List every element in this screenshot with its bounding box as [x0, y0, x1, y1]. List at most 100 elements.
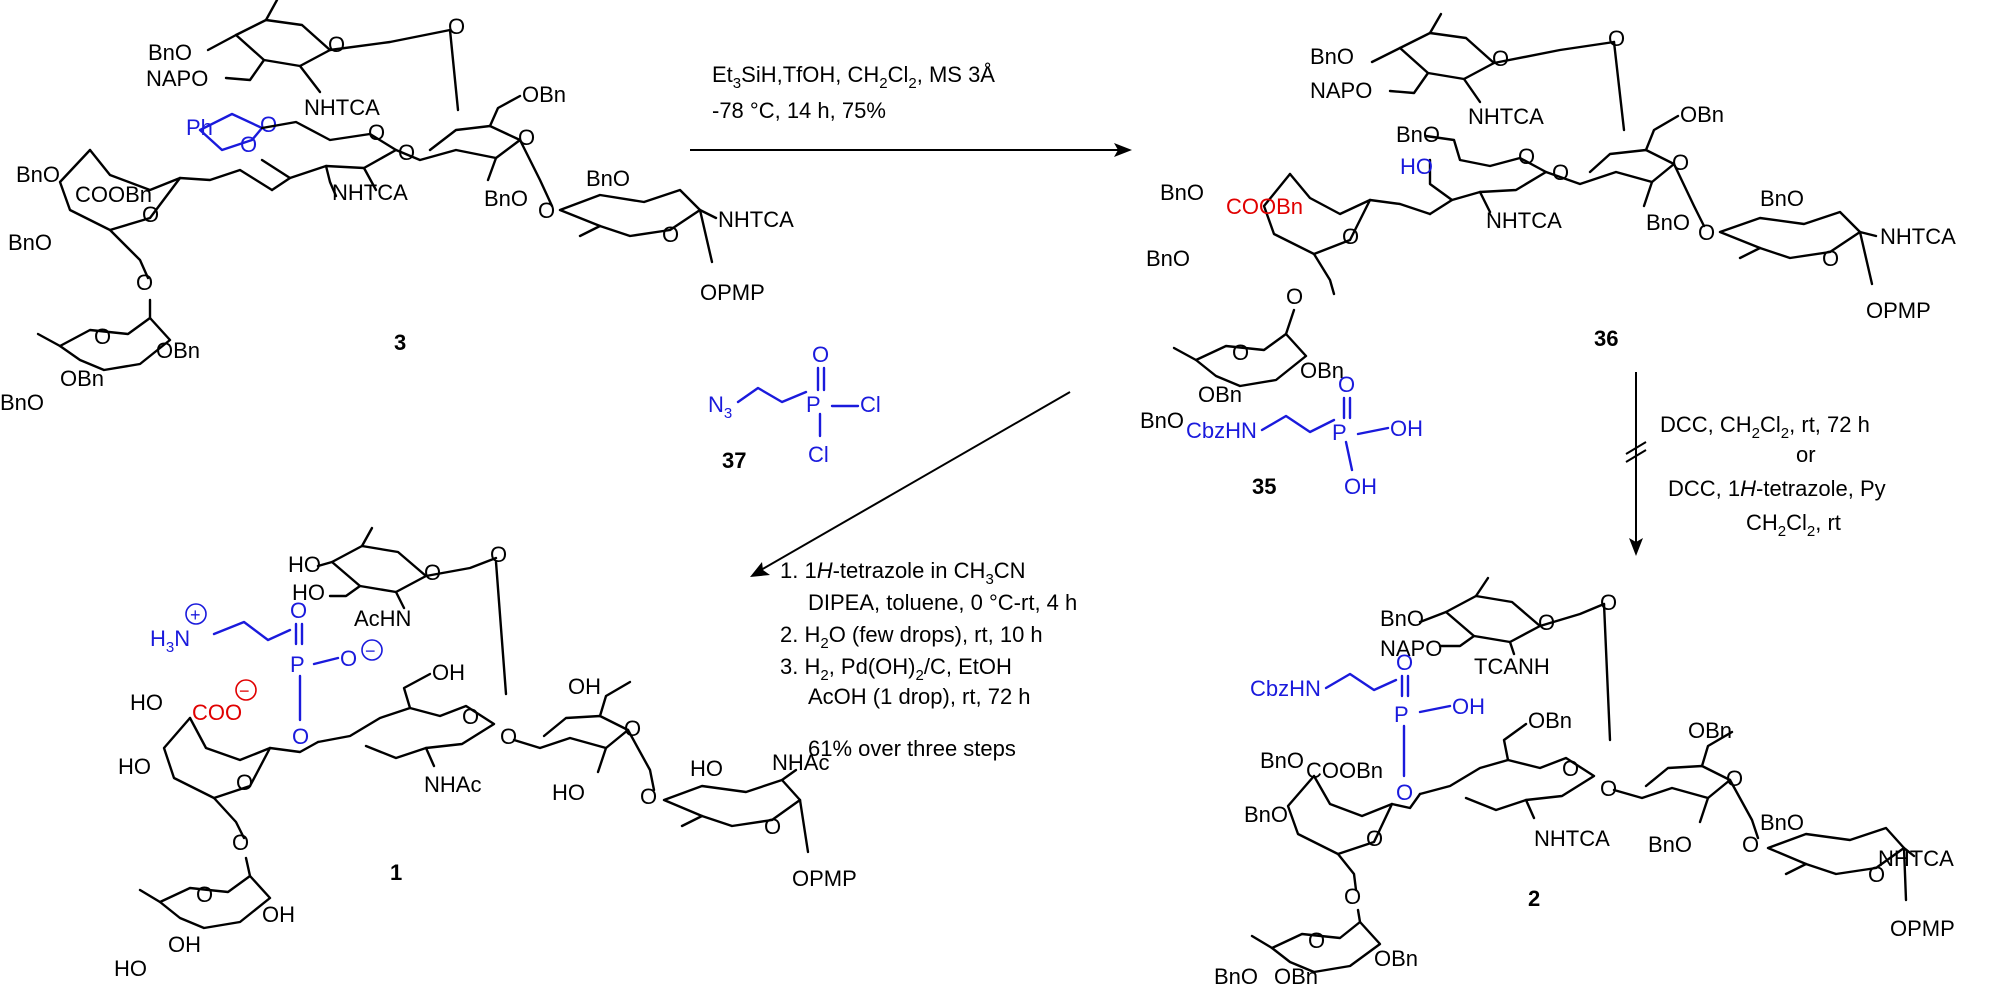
c35-o: O	[1338, 372, 1355, 397]
c1-o-p: O	[290, 598, 307, 623]
c36-ring-o-3: O	[1672, 150, 1689, 175]
arrowhead-36-to-2	[1629, 538, 1643, 556]
c37-p: P	[806, 392, 821, 417]
c1-ho1: HO	[288, 552, 321, 577]
c2-o-link-1: O	[1600, 590, 1617, 615]
r1-line2: -78 °C, 14 h, 75%	[712, 98, 886, 123]
reaction-1: Et3SiH,TfOH, CH2Cl2, MS 3Å -78 °C, 14 h,…	[690, 62, 1132, 157]
c3-ring-o-6: O	[94, 324, 111, 349]
c36-bno-cl: BnO	[1396, 122, 1440, 147]
c36-bno-fuc: BnO	[1140, 408, 1184, 433]
c36-obn-fuc: OBn	[1300, 358, 1344, 383]
c3-ring-o-4: O	[662, 222, 679, 247]
c36-o-link-1: O	[1608, 26, 1625, 51]
c3-coobn: COOBn	[75, 182, 152, 207]
c3-ring-o-5: O	[142, 202, 159, 227]
c36-o-link-2: O	[1698, 220, 1715, 245]
c3-nhtca-r: NHTCA	[718, 207, 794, 232]
c37-n3: N3	[708, 392, 732, 422]
c1-ring-o-3: O	[624, 716, 641, 741]
c3-obn-6: OBn	[522, 82, 566, 107]
c1-nhac: NHAc	[424, 772, 481, 797]
c2-ring-o-2: O	[1562, 756, 1579, 781]
reaction-2: 1. 1H-tetrazole in CH3CN DIPEA, toluene,…	[750, 391, 1077, 761]
c3-bno-gala: BnO	[484, 186, 528, 211]
c3-napo: NAPO	[146, 66, 208, 91]
c2-p: P	[1394, 702, 1409, 727]
c1-oh-fuc2: OH	[168, 932, 201, 957]
c36-o-link-4: O	[1286, 284, 1303, 309]
c2-ring-o-6: O	[1308, 928, 1325, 953]
compound-3: BnO NAPO NHTCA O O Ph O O O NHTCA OBn O …	[0, 0, 794, 415]
c1-achn: AcHN	[354, 606, 411, 631]
r3-line1: DCC, CH2Cl2, rt, 72 h	[1660, 412, 1870, 442]
c36-bno-r: BnO	[1760, 186, 1804, 211]
r2-step3: 3. H2, Pd(OH)2/C, EtOH	[780, 654, 1012, 684]
c3-ring-o-3: O	[518, 125, 535, 150]
compound-37: N3 P O Cl Cl 37	[708, 342, 881, 473]
c37-cl2: Cl	[808, 442, 829, 467]
c2-coobn: COOBn	[1306, 758, 1383, 783]
c1-opmp: OPMP	[792, 866, 857, 891]
r2-step1: 1. 1H-tetrazole in CH3CN	[780, 558, 1026, 588]
c1-ho-gala2: HO	[552, 780, 585, 805]
c36-bno-top: BnO	[1310, 44, 1354, 69]
c36-bno-mid: BnO	[1146, 246, 1190, 271]
c37-o: O	[812, 342, 829, 367]
c3-nhtca-mid: NHTCA	[332, 180, 408, 205]
c2-bno-mid: BnO	[1244, 802, 1288, 827]
c1-o-link-4: O	[232, 830, 249, 855]
c1-minus: −	[365, 641, 376, 661]
c36-opmp: OPMP	[1866, 298, 1931, 323]
c1-ho2: HO	[292, 580, 325, 605]
c2-bno-r: BnO	[1760, 810, 1804, 835]
c2-obn-fuc2: OBn	[1274, 964, 1318, 986]
c1-oh-fuc: OH	[262, 902, 295, 927]
c3-bno-r: BnO	[586, 166, 630, 191]
c2-o-link-3: O	[1742, 832, 1759, 857]
c1-number: 1	[390, 860, 402, 885]
c2-ring-o-4: O	[1868, 862, 1885, 887]
c35-cbzhn: CbzHN	[1186, 418, 1257, 443]
c2-obn-fuc: OBn	[1374, 946, 1418, 971]
c1-coo-minus: −	[239, 681, 250, 701]
c1-coo-minus-circle	[235, 679, 257, 701]
c2-number: 2	[1528, 886, 1540, 911]
compound-36: BnO NAPO NHTCA O O BnO HO O NHTCA OBn O …	[1140, 12, 1956, 433]
c36-obn-fuc2: OBn	[1198, 382, 1242, 407]
c1-ring-o-1: O	[424, 560, 441, 585]
c3-o-link-1: O	[448, 14, 465, 39]
c3-ring-o-1: O	[328, 32, 345, 57]
c1-o-link-2: O	[500, 724, 517, 749]
c2-tcanh: TCANH	[1474, 654, 1550, 679]
c1-o-minus: O	[340, 646, 357, 671]
c36-ring-o-4: O	[1822, 246, 1839, 271]
c2-o-p: O	[1396, 650, 1413, 675]
c3-opmp: OPMP	[700, 280, 765, 305]
c36-bno-gal: BnO	[1160, 180, 1204, 205]
arrow-cross-1	[1625, 441, 1647, 455]
c1-coo: COO	[192, 700, 242, 725]
c1-ring-o-2: O	[462, 704, 479, 729]
c2-ring-o-5: O	[1366, 826, 1383, 851]
compound-2: BnO NAPO TCANH O O CbzHN P O OH O OBn O …	[1214, 576, 1955, 986]
c3-o-benzylidene-1: O	[260, 112, 277, 137]
c2-ring-o-1: O	[1538, 610, 1555, 635]
c36-nhtca-mid: NHTCA	[1486, 208, 1562, 233]
c1-minus-circle	[361, 639, 383, 661]
c37-cl1: Cl	[860, 392, 881, 417]
c3-bno-top: BnO	[148, 40, 192, 65]
c36-nhtca-r: NHTCA	[1880, 224, 1956, 249]
r3-line3: DCC, 1H-tetrazole, Py	[1668, 476, 1886, 501]
c36-o-link-3: O	[1552, 160, 1569, 185]
c35-p: P	[1332, 420, 1347, 445]
reaction-3: DCC, CH2Cl2, rt, 72 h or DCC, 1H-tetrazo…	[1625, 372, 1886, 556]
c1-p: P	[290, 652, 305, 677]
c36-bno-gala: BnO	[1646, 210, 1690, 235]
c1-o-link-1: O	[490, 542, 507, 567]
c1-plus-circle	[185, 603, 207, 625]
compound-1: HO HO AcHN O O H3N + P O O − O OH O NHAc…	[114, 526, 857, 981]
arrow-3-to-1	[753, 391, 1071, 575]
c1-ring-o-5: O	[236, 770, 253, 795]
